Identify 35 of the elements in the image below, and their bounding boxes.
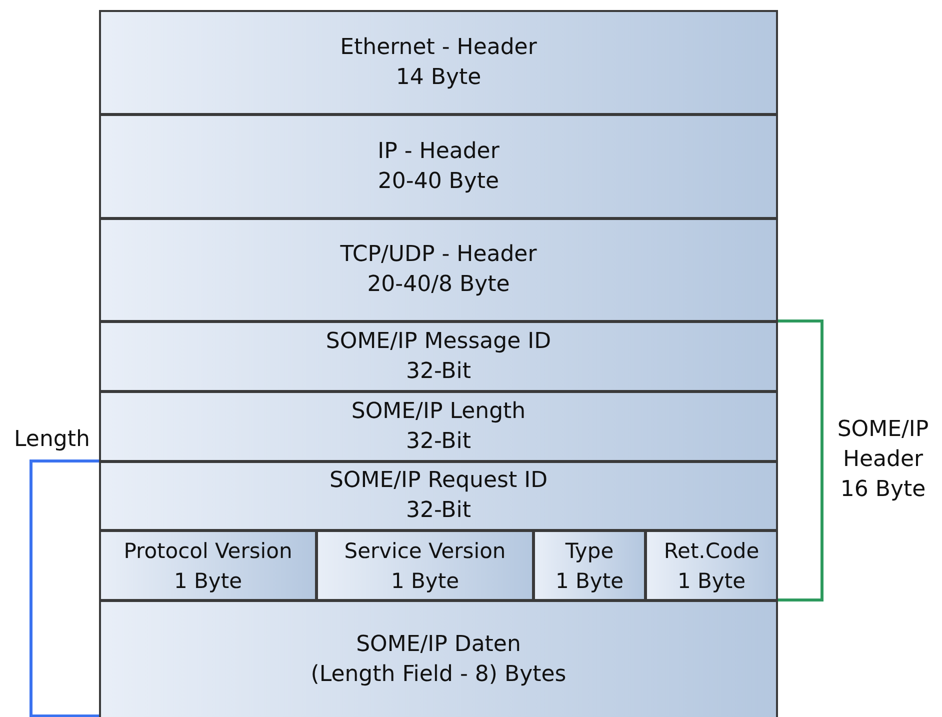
field-box bbox=[99, 218, 778, 322]
field-name: Type bbox=[565, 538, 614, 564]
field-size: 14 Byte bbox=[396, 64, 482, 92]
field-name: TCP/UDP - Header bbox=[340, 241, 537, 269]
field-box bbox=[99, 530, 317, 601]
field-name: Protocol Version bbox=[124, 538, 292, 564]
field-size: (Length Field - 8) Bytes bbox=[310, 661, 566, 689]
field-box bbox=[99, 114, 778, 219]
field-name: SOME/IP Length bbox=[351, 398, 526, 426]
field-size: 1 Byte bbox=[555, 568, 624, 594]
field-size: 1 Byte bbox=[174, 568, 242, 594]
field-size: 20-40 Byte bbox=[378, 168, 500, 196]
field-name: SOME/IP Message ID bbox=[326, 328, 552, 356]
field-name: SOME/IP Daten bbox=[356, 631, 521, 659]
field-size: 1 Byte bbox=[677, 568, 746, 594]
bracket-label: SOME/IP Header 16 Byte bbox=[836, 416, 930, 504]
field-box bbox=[645, 530, 778, 601]
bracket-label: Length bbox=[13, 426, 91, 454]
field-box bbox=[533, 530, 646, 601]
field-box bbox=[99, 600, 778, 717]
field-name: SOME/IP Request ID bbox=[329, 467, 548, 495]
field-name: Ret.Code bbox=[664, 538, 760, 564]
field-size: 1 Byte bbox=[390, 568, 460, 594]
field-box bbox=[316, 530, 534, 601]
field-name: Ethernet - Header bbox=[340, 34, 537, 62]
field-size: 32-Bit bbox=[406, 358, 471, 386]
field-box bbox=[99, 10, 778, 115]
field-size: 32-Bit bbox=[406, 497, 471, 525]
field-box bbox=[99, 321, 778, 392]
field-box bbox=[99, 391, 778, 462]
field-name: Service Version bbox=[344, 538, 506, 564]
field-box bbox=[99, 461, 778, 531]
field-size: 32-Bit bbox=[406, 428, 471, 456]
field-name: IP - Header bbox=[378, 138, 500, 166]
field-size: 20-40/8 Byte bbox=[367, 271, 510, 299]
